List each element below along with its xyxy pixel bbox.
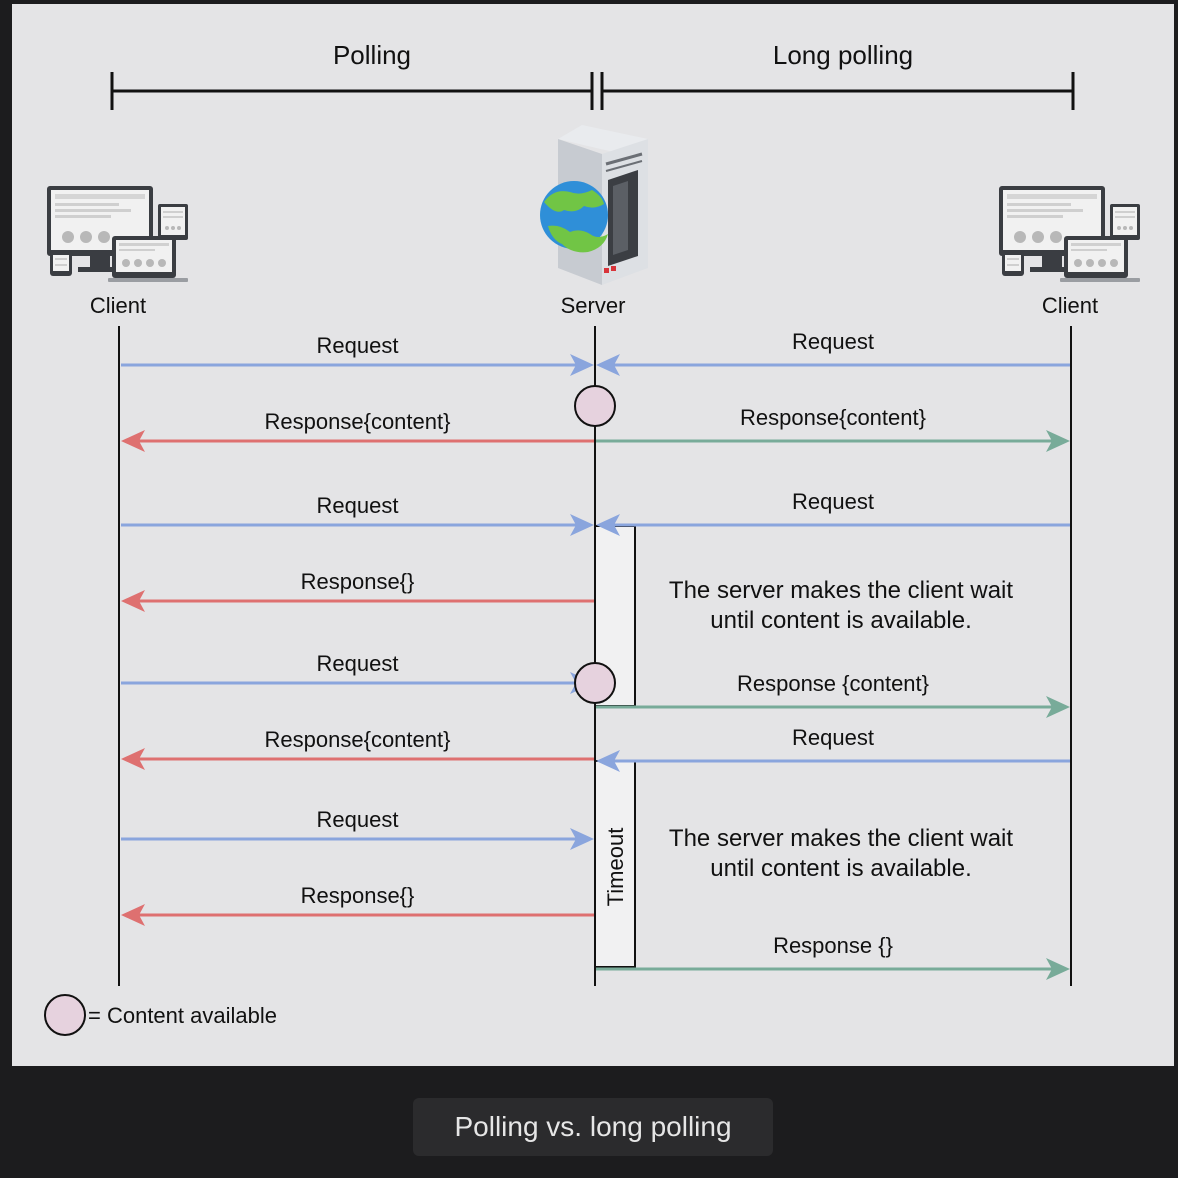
wait-note-1-line-2: until content is available. bbox=[710, 607, 972, 634]
wait-note-2-line-2: until content is available. bbox=[710, 855, 972, 882]
long-polling-message-5-arrowhead bbox=[596, 750, 620, 772]
polling-message-1-label: Request bbox=[317, 333, 399, 358]
timeout-label: Timeout bbox=[603, 828, 628, 907]
polling-message-2-label: Response{content} bbox=[265, 409, 451, 434]
long-polling-message-5-label: Request bbox=[792, 725, 874, 750]
sequence-diagram: Polling Long polling Client Server bbox=[44, 40, 1140, 1036]
long-polling-message-6-arrowhead bbox=[1046, 958, 1070, 980]
wait-note-2-line-1: The server makes the client wait bbox=[669, 825, 1013, 852]
content-available-circle-2 bbox=[574, 662, 616, 704]
polling-message-6-label: Response{content} bbox=[265, 727, 451, 752]
polling-message-7-label: Request bbox=[317, 807, 399, 832]
polling-message-4-label: Response{} bbox=[301, 569, 415, 594]
polling-message-3-arrowhead bbox=[570, 514, 594, 536]
long-polling-message-3-arrowhead bbox=[596, 514, 620, 536]
polling-message-3-label: Request bbox=[317, 493, 399, 518]
server-globe-icon bbox=[540, 125, 648, 285]
polling-message-1-arrowhead bbox=[570, 354, 594, 376]
long-polling-message-1-arrowhead bbox=[596, 354, 620, 376]
long-polling-bracket bbox=[600, 72, 1075, 110]
server-label: Server bbox=[561, 293, 626, 318]
wait-note-1-line-1: The server makes the client wait bbox=[669, 577, 1013, 604]
long-polling-message-2-arrowhead bbox=[1046, 430, 1070, 452]
polling-message-8-arrowhead bbox=[121, 904, 145, 926]
long-polling-message-2-label: Response{content} bbox=[740, 405, 926, 430]
legend-text: = Content available bbox=[88, 1003, 277, 1028]
long-polling-message-3-label: Request bbox=[792, 489, 874, 514]
long-polling-message-4-arrowhead bbox=[1046, 696, 1070, 718]
client-right-device-icon bbox=[999, 186, 1140, 282]
polling-bracket bbox=[110, 72, 594, 110]
timeout-bar bbox=[594, 760, 636, 968]
caption-box: Polling vs. long polling bbox=[413, 1098, 773, 1156]
legend-circle-icon bbox=[44, 994, 86, 1036]
long-polling-message-1-label: Request bbox=[792, 329, 874, 354]
polling-header: Polling bbox=[333, 40, 411, 70]
long-polling-message-6-label: Response {} bbox=[773, 933, 893, 958]
client-right-label: Client bbox=[1042, 293, 1098, 318]
client-left-label: Client bbox=[90, 293, 146, 318]
client-left-device-icon bbox=[47, 186, 188, 282]
message-arrows: RequestResponse{content}RequestResponse{… bbox=[121, 329, 1070, 980]
polling-message-8-label: Response{} bbox=[301, 883, 415, 908]
polling-message-5-label: Request bbox=[317, 651, 399, 676]
polling-message-7-arrowhead bbox=[570, 828, 594, 850]
content-available-circle-1 bbox=[574, 385, 616, 427]
polling-message-6-arrowhead bbox=[121, 748, 145, 770]
polling-message-4-arrowhead bbox=[121, 590, 145, 612]
polling-message-2-arrowhead bbox=[121, 430, 145, 452]
diagram-panel: Polling Long polling Client Server bbox=[12, 4, 1174, 1066]
long-polling-message-4-label: Response {content} bbox=[737, 671, 929, 696]
long-polling-header: Long polling bbox=[773, 40, 913, 70]
caption: Polling vs. long polling bbox=[454, 1111, 732, 1142]
